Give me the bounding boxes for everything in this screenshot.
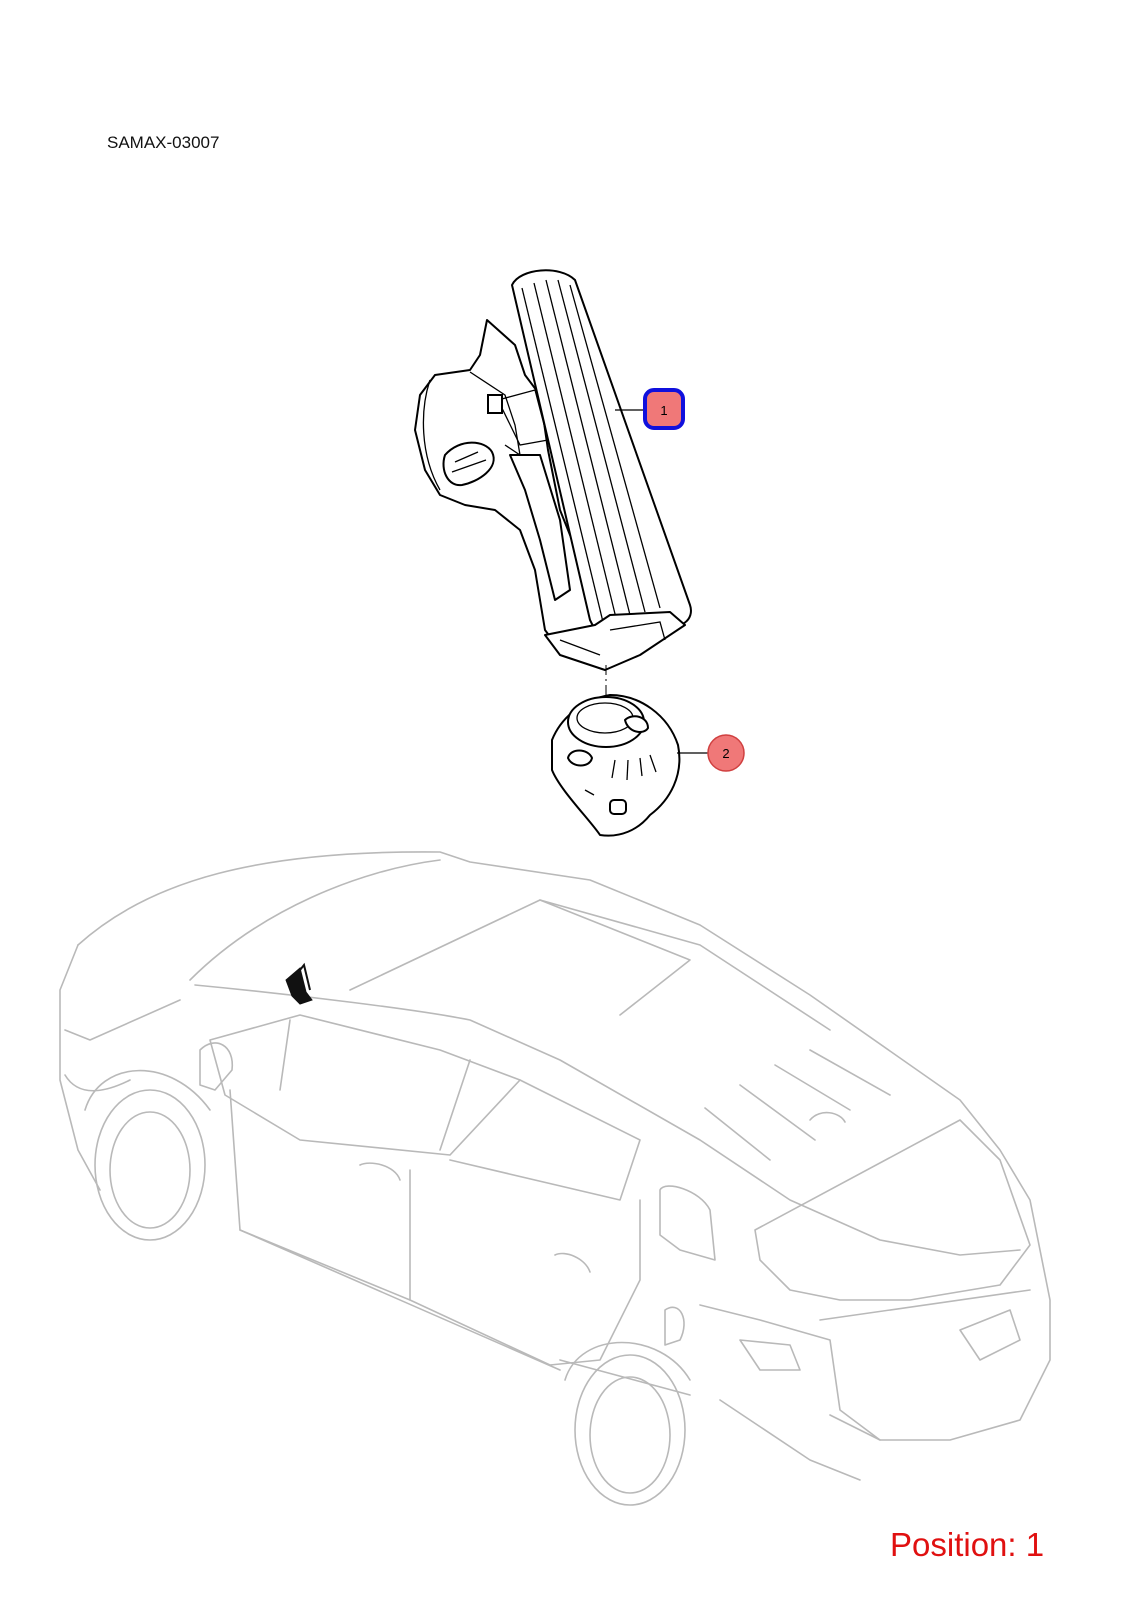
pedal-base-grommet: [551, 694, 681, 837]
callout-1-marker[interactable]: [643, 388, 685, 430]
accelerator-pedal: [414, 269, 692, 671]
vehicle-outline: [59, 851, 1051, 1506]
callout-2[interactable]: 2: [677, 734, 745, 772]
position-indicator: Position: 1: [890, 1526, 1045, 1563]
callout-1-label: 1: [660, 403, 667, 418]
callout-2-label: 2: [722, 746, 729, 761]
diagram-code: SAMAX-03007: [107, 133, 220, 152]
callout-2-marker[interactable]: [707, 734, 745, 772]
callout-1[interactable]: 1: [615, 388, 685, 430]
